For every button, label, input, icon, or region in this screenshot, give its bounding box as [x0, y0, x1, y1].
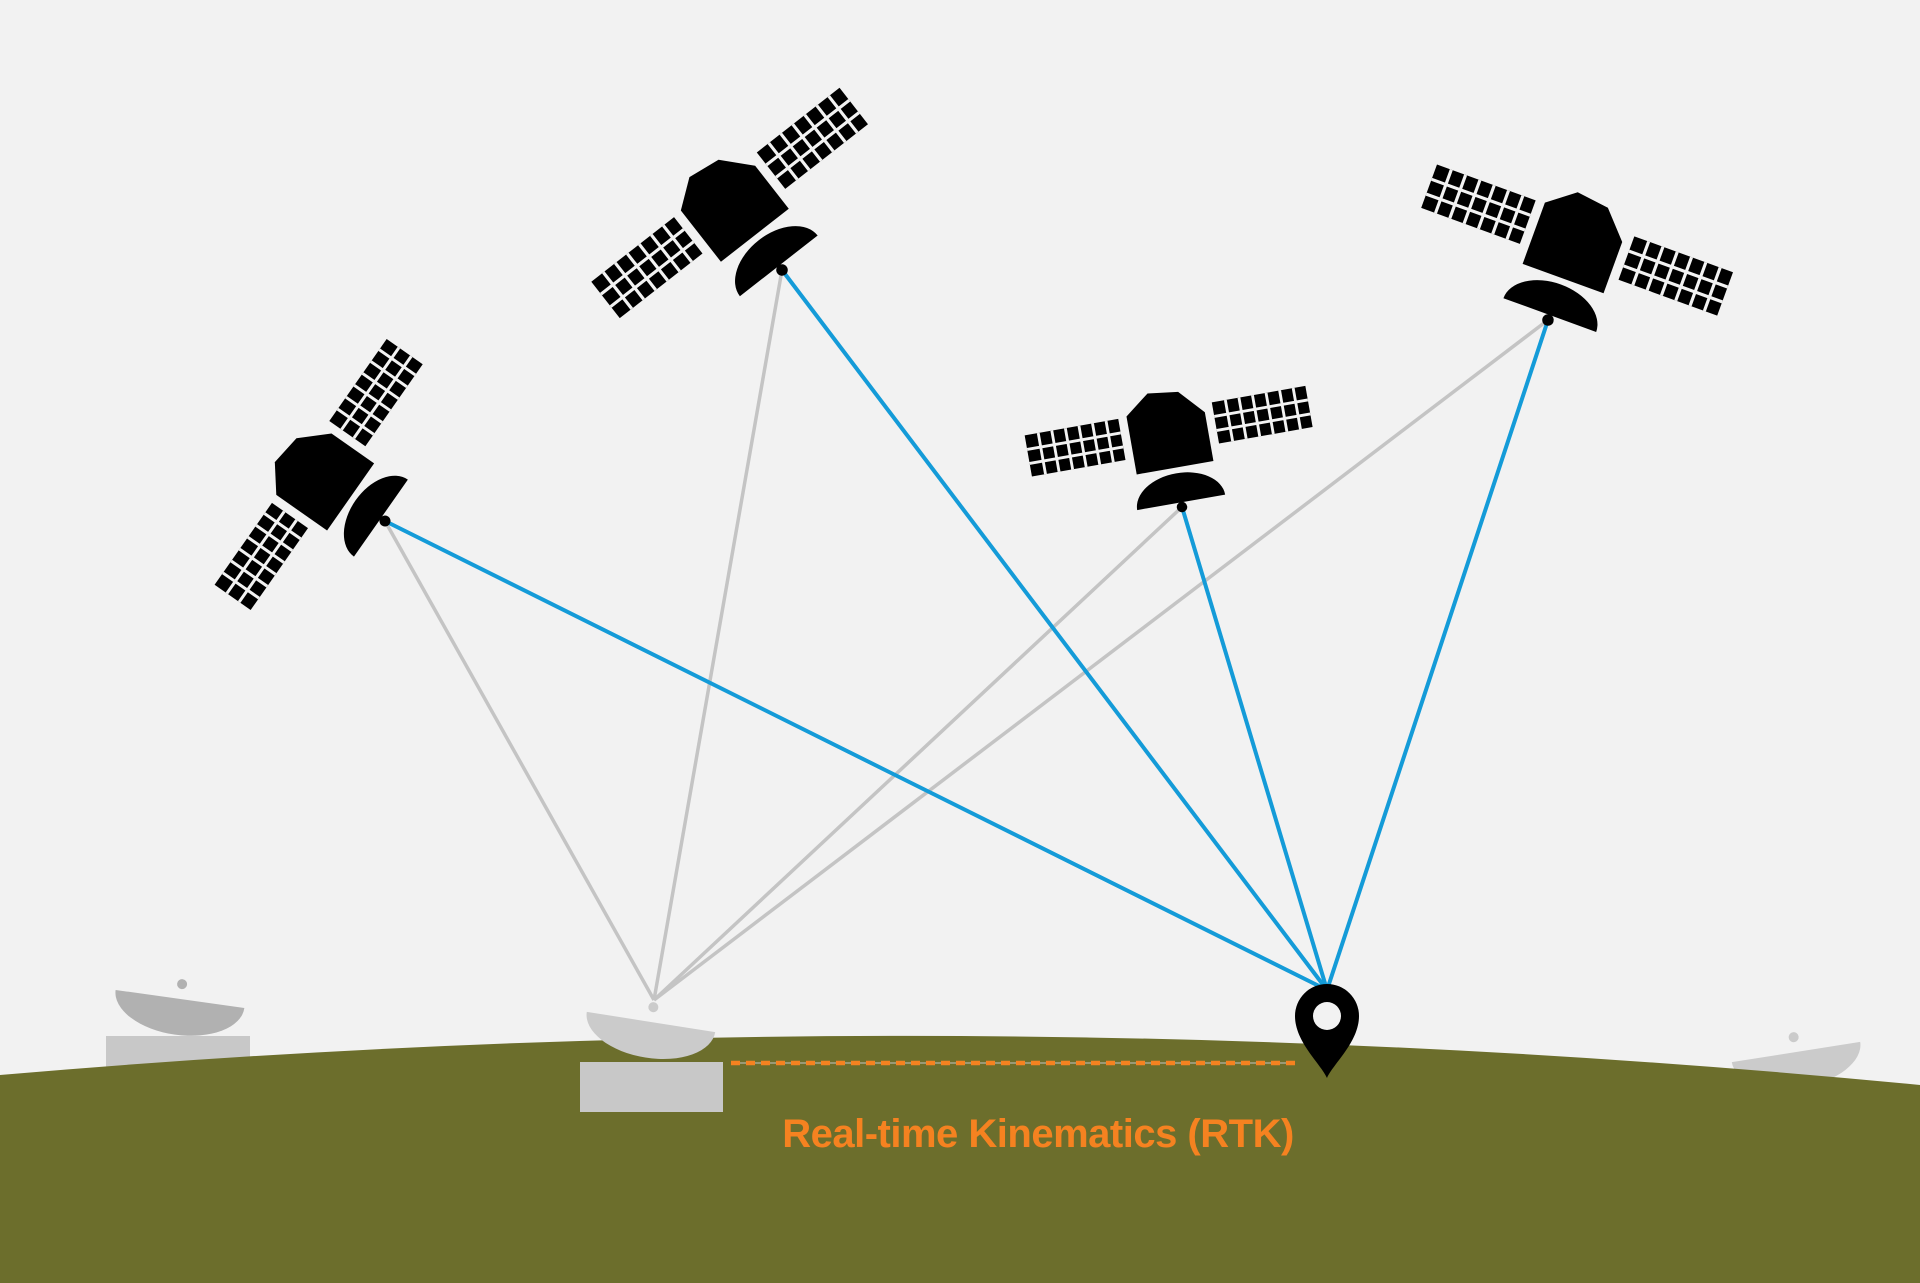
base-station-center	[580, 992, 723, 1112]
base-station-links	[383, 269, 1550, 1002]
station-base	[580, 1062, 723, 1112]
rover-links	[384, 268, 1550, 992]
blue-link-sat4-to-rover	[1325, 319, 1550, 991]
gray-link-sat2-to-base	[652, 269, 784, 1001]
ground-terrain	[0, 1035, 1920, 1283]
blue-link-sat3-to-rover	[1180, 506, 1329, 991]
gray-link-sat4-to-base	[652, 318, 1550, 1002]
blue-link-sat2-to-rover	[780, 268, 1329, 992]
blue-link-sat1-to-rover	[384, 519, 1328, 992]
gray-link-sat1-to-base	[383, 520, 656, 1001]
gray-link-sat3-to-base	[652, 505, 1184, 1002]
rtk-caption-label: Real-time Kinematics (RTK)	[782, 1112, 1294, 1156]
